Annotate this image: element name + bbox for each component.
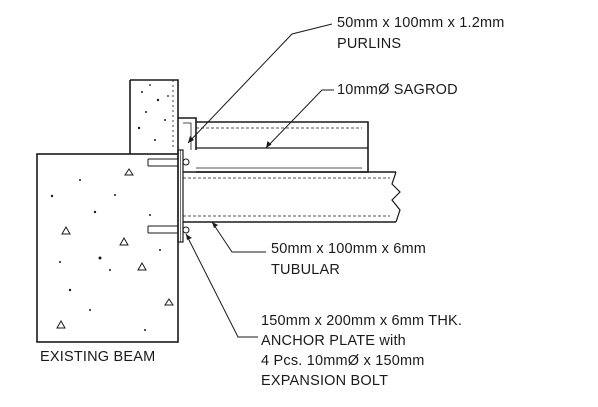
anchor-plate bbox=[177, 149, 184, 243]
label-sagrod: 10mmØ SAGROD bbox=[337, 82, 458, 98]
label-expansion-bolt: EXPANSION BOLT bbox=[261, 373, 388, 389]
bracket-plate bbox=[178, 117, 197, 150]
expansion-bolts bbox=[147, 158, 190, 234]
existing-beam bbox=[36, 153, 179, 343]
label-tubular: TUBULAR bbox=[271, 262, 340, 278]
label-bolt-spec: 4 Pcs. 10mmØ x 150mm bbox=[261, 353, 425, 369]
label-purlins-size: 50mm x 100mm x 1.2mm bbox=[337, 15, 505, 31]
label-anchor-plate: ANCHOR PLATE with bbox=[261, 333, 406, 349]
tubular-member bbox=[183, 171, 401, 223]
purlin-member bbox=[196, 121, 369, 173]
leader-lines bbox=[185, 23, 334, 338]
leader-arrowheads bbox=[186, 136, 272, 240]
label-existing-beam: EXISTING BEAM bbox=[40, 349, 155, 365]
label-purlins: PURLINS bbox=[337, 36, 401, 52]
label-tubular-size: 50mm x 100mm x 6mm bbox=[271, 241, 426, 257]
concrete-wall bbox=[129, 79, 179, 154]
label-anchor-plate-size: 150mm x 200mm x 6mm THK. bbox=[261, 313, 462, 329]
